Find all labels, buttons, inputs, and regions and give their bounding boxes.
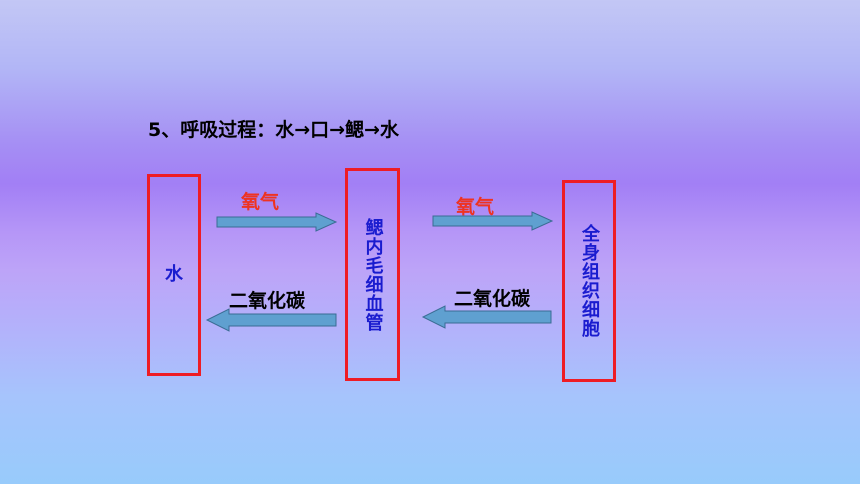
body-tissue-cells-box: 全身组织细胞 [562,180,616,382]
gill-capillaries-label: 鳃内毛细血管 [362,217,384,332]
gill-capillaries-box: 鳃内毛细血管 [345,168,400,381]
co2-label-left: 二氧化碳 [229,290,306,312]
co2-arrow-left [205,308,338,332]
co2-arrow-right [421,305,553,329]
water-box: 水 [147,174,201,376]
co2-label-right: 二氧化碳 [454,288,531,310]
water-label: 水 [165,264,183,285]
oxygen-arrow-left [216,212,338,232]
oxygen-label-right: 氧气 [456,196,495,218]
body-tissue-cells-label: 全身组织细胞 [579,224,600,338]
oxygen-label-left: 氧气 [241,191,280,213]
slide-title: 5、呼吸过程：水→口→鳃→水 [148,119,399,141]
oxygen-arrow-right [432,211,554,231]
